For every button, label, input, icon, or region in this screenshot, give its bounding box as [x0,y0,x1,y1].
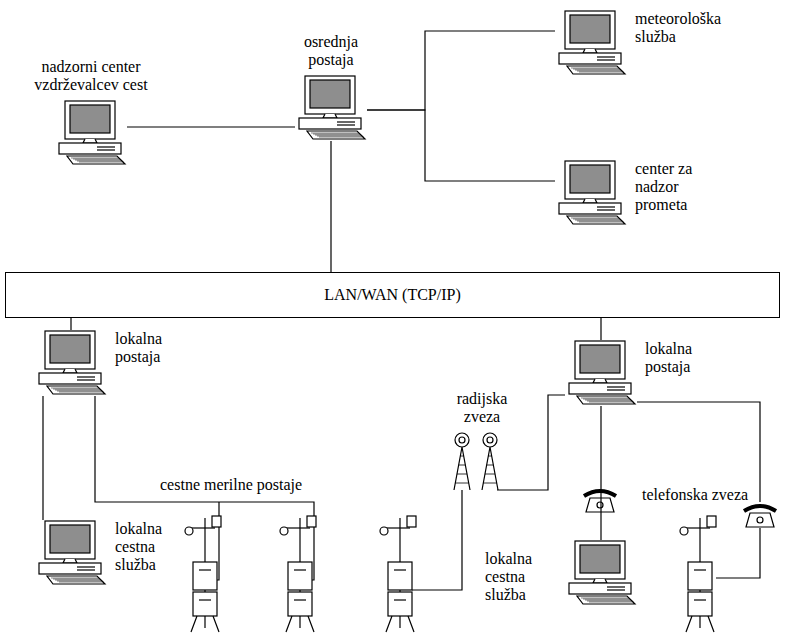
connection-line [600,406,601,540]
computer-station: lokalna cestna služba [565,540,637,606]
connection-line [600,318,601,340]
annotation-label: radijska zveza [444,390,520,426]
radio-antenna [482,433,498,490]
station-name: nadzorni center vzdrževalcev cest [16,58,166,94]
station-name: lokalna cestna služba [485,550,557,604]
telephone [744,506,776,527]
measuring-station [680,516,716,632]
station-name: meteorološka služba [635,10,735,46]
annotation-label: telefonska zveza [642,486,748,504]
connection-line [127,126,295,127]
measuring-station [185,516,221,632]
cable-line [716,528,760,578]
computer-station: lokalna postaja [565,340,637,406]
computer-icon [55,100,127,166]
cable-line [497,395,565,490]
computer-icon [35,520,107,586]
connection-line [42,396,43,520]
computer-icon [295,75,367,141]
computer-station: lokalna cestna služba [35,520,107,586]
computer-icon [555,160,627,226]
computer-icon [565,540,637,606]
station-name: center za nadzor prometa [635,160,719,214]
computer-station: nadzorni center vzdrževalcev cest [55,100,127,166]
radio-antenna [454,433,470,490]
station-name: lokalna postaja [645,340,717,376]
network-band: LAN/WAN (TCP/IP) [5,272,780,318]
station-name: osrednja postaja [295,33,367,69]
station-name: lokalna cestna služba [115,520,187,574]
connection-line [367,31,555,110]
computer-icon [555,10,627,76]
connection-line [330,141,331,272]
station-name: lokalna postaja [115,330,187,366]
network-label: LAN/WAN (TCP/IP) [6,273,779,317]
computer-station: center za nadzor prometa [555,160,627,226]
connection-line [70,318,71,330]
connection-line [367,110,555,181]
computer-station: lokalna postaja [35,330,107,396]
computer-icon [565,340,637,406]
telephone [584,491,616,512]
measuring-station [380,516,416,632]
computer-station: meteorološka služba [555,10,627,76]
computer-station: osrednja postaja [295,75,367,141]
measuring-station [280,516,316,632]
computer-icon [35,330,107,396]
cable-line [412,490,462,590]
annotation-label: cestne merilne postaje [160,476,302,494]
